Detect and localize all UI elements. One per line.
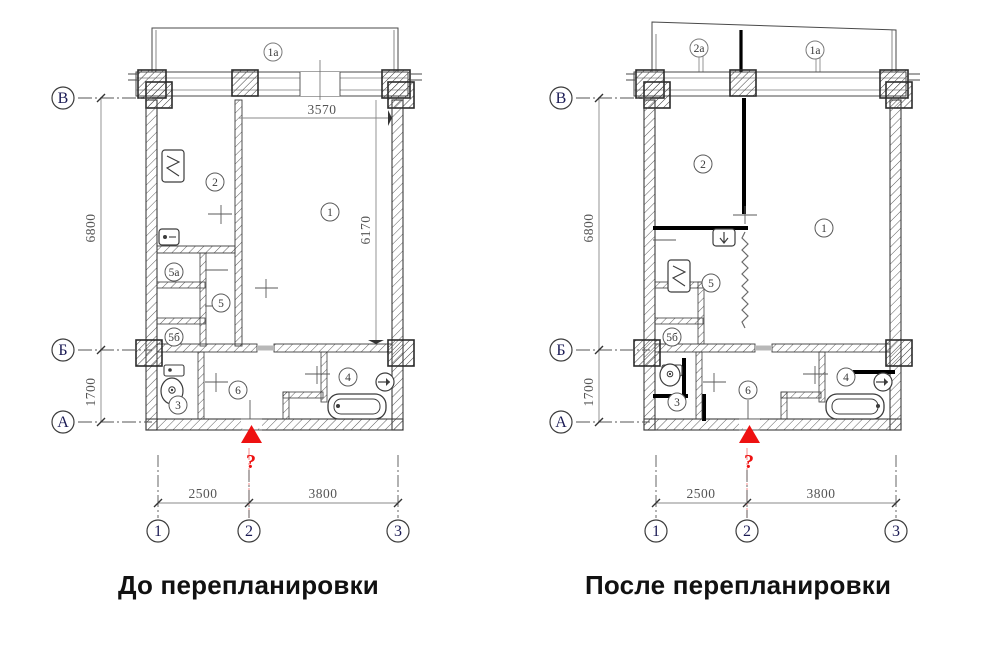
axis-label-h-1: 1 [652, 523, 660, 540]
entrance-question-mark: ? [246, 451, 256, 473]
room-marker-4: 4 [345, 372, 351, 384]
dimension-horizontal-3800: 3800 [309, 486, 338, 501]
axis-label-v-mid: Б [556, 342, 565, 359]
interior-walls-before [135, 99, 415, 431]
dimension-interior-6170: 6170 [358, 216, 373, 245]
dimension-interior-3570: 3570 [308, 102, 337, 117]
entrance-question-mark: ? [744, 451, 754, 473]
axis-label-h-1: 1 [154, 523, 162, 540]
plan-before: В Б А 6800 1700 2500 3800 [51, 27, 422, 543]
entrance-marker-before: ? [241, 425, 262, 473]
vertical-axes-before: В Б А 6800 1700 [51, 86, 152, 434]
axis-bubble-v-top [549, 86, 573, 110]
axis-label-v-top: В [556, 90, 567, 107]
room-marker-3: 3 [175, 400, 181, 412]
axis-bubble-v-top [51, 86, 75, 110]
room-marker-5: 5 [708, 278, 714, 290]
interior-walls-after [633, 281, 913, 431]
interior-dimensions-before: 3570 6170 [239, 100, 392, 344]
fixtures-after [659, 228, 893, 420]
dimension-vertical-6800: 6800 [581, 214, 596, 243]
axis-label-h-3: 3 [892, 523, 900, 540]
horizontal-axes-before: 2500 3800 1 2 3 [146, 448, 410, 543]
dimension-horizontal-2500: 2500 [687, 486, 716, 501]
exterior-walls-after [643, 99, 902, 431]
dimension-vertical-1700: 1700 [83, 378, 98, 407]
axis-bubble-v-mid [51, 338, 75, 362]
axis-label-h-2: 2 [743, 523, 751, 540]
axis-label-h-2: 2 [245, 523, 253, 540]
axis-label-v-bottom: А [555, 414, 567, 431]
room-marker-5b: 5б [168, 332, 180, 344]
axis-bubble-h-2 [735, 519, 759, 543]
axis-bubble-v-mid [549, 338, 573, 362]
door-openings-before [205, 205, 330, 419]
axis-bubble-h-1 [146, 519, 170, 543]
room-marker-2: 2 [212, 177, 218, 189]
new-walls-after [653, 98, 895, 421]
caption-before-renovation: До перепланировки [118, 570, 379, 600]
axis-bubble-h-3 [884, 519, 908, 543]
room-markers-after: 1 2 3 4 5 5б 6 1а 2а [662, 38, 856, 412]
room-marker-3: 3 [674, 397, 680, 409]
room-marker-6: 6 [235, 385, 241, 397]
room-marker-4: 4 [843, 372, 849, 384]
caption-after-renovation: После перепланировки [585, 570, 892, 600]
room-marker-5b: 5б [666, 332, 678, 344]
dimension-horizontal-3800: 3800 [807, 486, 836, 501]
room-marker-1: 1 [327, 207, 333, 219]
room-marker-1a-balcony: 1а [268, 47, 279, 59]
room-marker-2: 2 [700, 159, 706, 171]
top-wall-after [626, 69, 920, 109]
room-marker-5: 5 [218, 298, 224, 310]
plumbing-riser-after [741, 231, 749, 329]
axis-label-h-3: 3 [394, 523, 402, 540]
entrance-marker-after: ? [739, 425, 760, 473]
plan-after: В Б А 6800 1700 2500 3800 [549, 21, 920, 543]
balcony-after [651, 21, 897, 76]
axis-bubble-v-bottom [549, 410, 573, 434]
top-wall-before [128, 60, 422, 109]
axis-label-v-mid: Б [58, 342, 67, 359]
exterior-walls-before [145, 99, 404, 431]
axis-label-v-bottom: А [57, 414, 69, 431]
vertical-axes-after: В Б А 6800 1700 [549, 86, 650, 434]
axis-bubble-v-bottom [51, 410, 75, 434]
dimension-horizontal-2500: 2500 [189, 486, 218, 501]
room-marker-1a-balcony: 1а [810, 45, 821, 57]
axis-bubble-h-1 [644, 519, 668, 543]
horizontal-axes-after: 2500 3800 1 2 3 [644, 448, 908, 543]
axis-bubble-h-3 [386, 519, 410, 543]
room-marker-2a-balcony: 2а [694, 43, 705, 55]
door-openings-after [653, 206, 828, 419]
axis-label-v-top: В [58, 90, 69, 107]
room-marker-6: 6 [745, 385, 751, 397]
room-marker-5a: 5а [169, 267, 180, 279]
dimension-vertical-6800: 6800 [83, 214, 98, 243]
dimension-vertical-1700: 1700 [581, 378, 596, 407]
room-markers-before: 1 2 3 4 5 5а 5б 6 1а [164, 42, 358, 415]
room-marker-1: 1 [821, 223, 827, 235]
axis-bubble-h-2 [237, 519, 261, 543]
